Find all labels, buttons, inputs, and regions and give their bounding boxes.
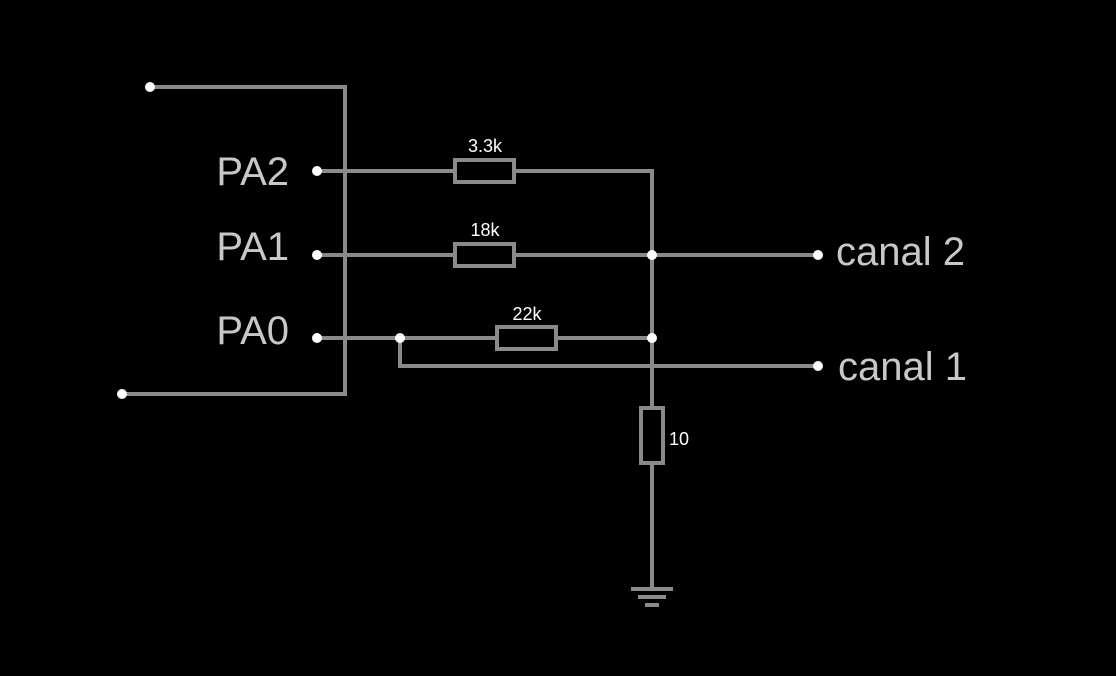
pin-pa1-dot [312,250,322,260]
resistor-10 [639,406,665,465]
junction-dot [647,250,657,260]
output-label-canal2: canal 2 [836,230,965,274]
junction-dot [647,333,657,343]
pin-label-pa2: PA2 [216,150,289,194]
output-canal1-dot [813,361,823,371]
resistor-value-3-3k: 3.3k [468,136,503,156]
output-canal2-dot [813,250,823,260]
pin-label-pa0: PA0 [216,309,289,353]
resistor-value-18k: 18k [470,220,500,240]
resistor-value-10: 10 [669,429,689,449]
wire-canal1 [398,336,820,368]
connector-bracket [120,85,347,396]
pin-pa2-dot [312,166,322,176]
resistor-3-3k [453,158,516,184]
resistor-value-22k: 22k [512,304,542,324]
terminal-dot [145,82,155,92]
ground-icon [631,587,673,607]
pin-pa0-dot [312,333,322,343]
pin-label-pa1: PA1 [216,225,289,269]
terminal-dot [117,389,127,399]
resistor-22k [495,325,558,351]
junction-dot [395,333,405,343]
output-label-canal1: canal 1 [838,345,967,389]
resistor-18k [453,242,516,268]
